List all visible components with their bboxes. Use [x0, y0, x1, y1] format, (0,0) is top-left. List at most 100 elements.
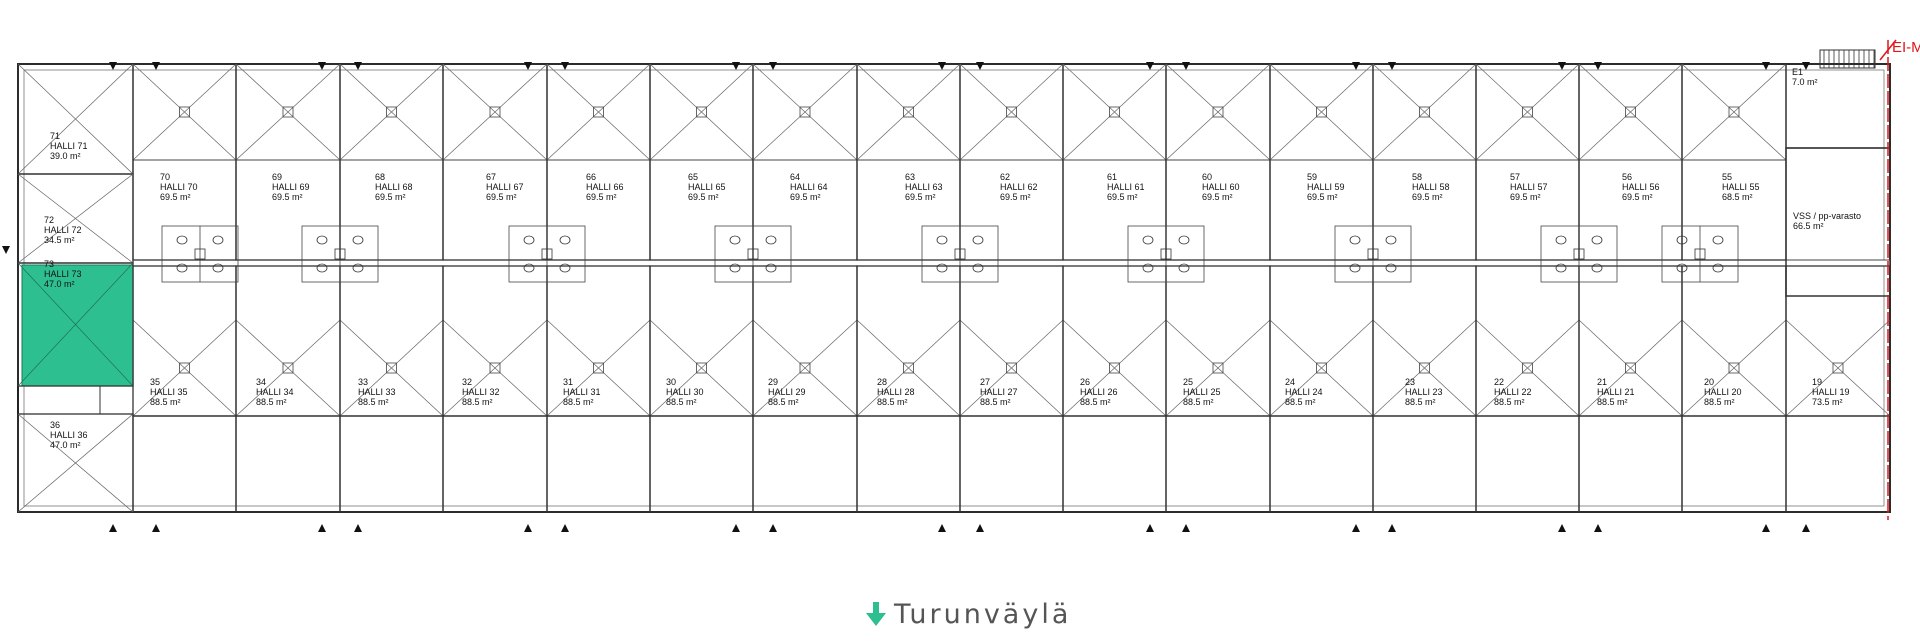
cross-line [959, 319, 1012, 369]
door-marker [1182, 524, 1190, 532]
unit-cell-top [235, 63, 341, 261]
cross-line [235, 111, 289, 161]
ceiling-fixture [1316, 362, 1327, 374]
cell-border [752, 415, 858, 513]
unit-cell-bottom [1062, 265, 1167, 513]
door-marker [938, 62, 946, 70]
cross-line [1114, 319, 1167, 369]
unit-area: 88.5 m² [768, 397, 799, 407]
restroom-cluster [508, 225, 586, 283]
unit-number: 25 [1183, 377, 1193, 387]
unit-area: 68.5 m² [1722, 192, 1753, 202]
unit-cell-top [752, 63, 858, 261]
sink-icon [334, 248, 346, 260]
unit-area: 88.5 m² [1494, 397, 1525, 407]
stair-box [1819, 49, 1876, 69]
cross-line [959, 63, 1012, 113]
edge-marker-label: EI-M [1892, 39, 1920, 56]
cross-line [287, 319, 341, 369]
unit-name: HALLI 68 [375, 182, 413, 192]
unit-number: 65 [688, 172, 698, 182]
cross-line [1372, 319, 1425, 369]
cross-line [442, 111, 496, 161]
cross-line [856, 319, 909, 369]
cross-line [391, 63, 444, 113]
unit-name: HALLI 19 [1812, 387, 1850, 397]
cross-line [856, 367, 909, 417]
cell-border [959, 415, 1064, 513]
cross-line [1217, 63, 1271, 113]
cross-line [1837, 367, 1891, 417]
door-marker [976, 62, 984, 70]
cross-line [701, 111, 754, 161]
sink-icon [954, 248, 966, 260]
cross-line [804, 319, 858, 369]
unit-name: HALLI 61 [1107, 182, 1145, 192]
unit-name: HALLI 28 [877, 387, 915, 397]
unit-area: 69.5 m² [1622, 192, 1653, 202]
cell-border [1475, 63, 1580, 261]
unit-cell-top [1062, 63, 1167, 261]
cross-line [1062, 319, 1115, 369]
unit-number: 21 [1597, 377, 1607, 387]
cross-line [184, 111, 237, 161]
unit-area: 88.5 m² [358, 397, 389, 407]
door-marker [1594, 62, 1602, 70]
door-marker [1146, 62, 1154, 70]
unit-name: HALLI 34 [256, 387, 294, 397]
sink-icon [747, 248, 759, 260]
ceiling-fixture [799, 362, 811, 374]
sink-icon [194, 248, 206, 260]
ceiling-fixture [1109, 106, 1120, 118]
cross-line [598, 319, 651, 369]
cross-line [1165, 63, 1219, 113]
cell-border [1785, 265, 1891, 417]
cross-line [804, 367, 858, 417]
door-marker [732, 62, 740, 70]
cell-border [1165, 63, 1271, 261]
unit-name: HALLI 56 [1622, 182, 1660, 192]
ceiling-fixture [1419, 106, 1430, 118]
cell-border [132, 63, 237, 261]
cross-line [701, 63, 754, 113]
unit-number: 64 [790, 172, 800, 182]
ceiling-fixture [1316, 106, 1327, 118]
door-marker [1802, 524, 1810, 532]
cross-line [1269, 63, 1322, 113]
cell-border [856, 415, 961, 513]
cell-border [442, 63, 548, 261]
door-marker [561, 524, 569, 532]
unit-name: HALLI 70 [160, 182, 198, 192]
unit-name: HALLI 72 [44, 225, 82, 235]
unit-cell-top [649, 63, 754, 261]
left-unit-border [17, 413, 134, 513]
unit-area: 69.5 m² [1412, 192, 1443, 202]
cross-line [804, 63, 858, 113]
cell-border [1785, 415, 1891, 513]
toilet-icon [559, 235, 571, 245]
sink-icon [1160, 248, 1172, 260]
cross-line [1527, 367, 1580, 417]
cross-line [1372, 63, 1425, 113]
unit-cell-top [856, 63, 961, 261]
door-marker [1558, 62, 1566, 70]
unit-area: 88.5 m² [1183, 397, 1214, 407]
ceiling-fixture [282, 362, 294, 374]
unit-name: HALLI 63 [905, 182, 943, 192]
cross-line [1217, 319, 1271, 369]
cell-border [752, 63, 858, 261]
unit-cell-top [1372, 63, 1477, 261]
cross-line [959, 111, 1012, 161]
outer-wall [17, 63, 1891, 513]
unit-area: 69.5 m² [1000, 192, 1031, 202]
ceiling-fixture [1832, 362, 1844, 374]
toilet-icon [1712, 235, 1724, 245]
unit-name: HALLI 66 [586, 182, 624, 192]
cross-line [752, 319, 806, 369]
cross-line [287, 111, 341, 161]
